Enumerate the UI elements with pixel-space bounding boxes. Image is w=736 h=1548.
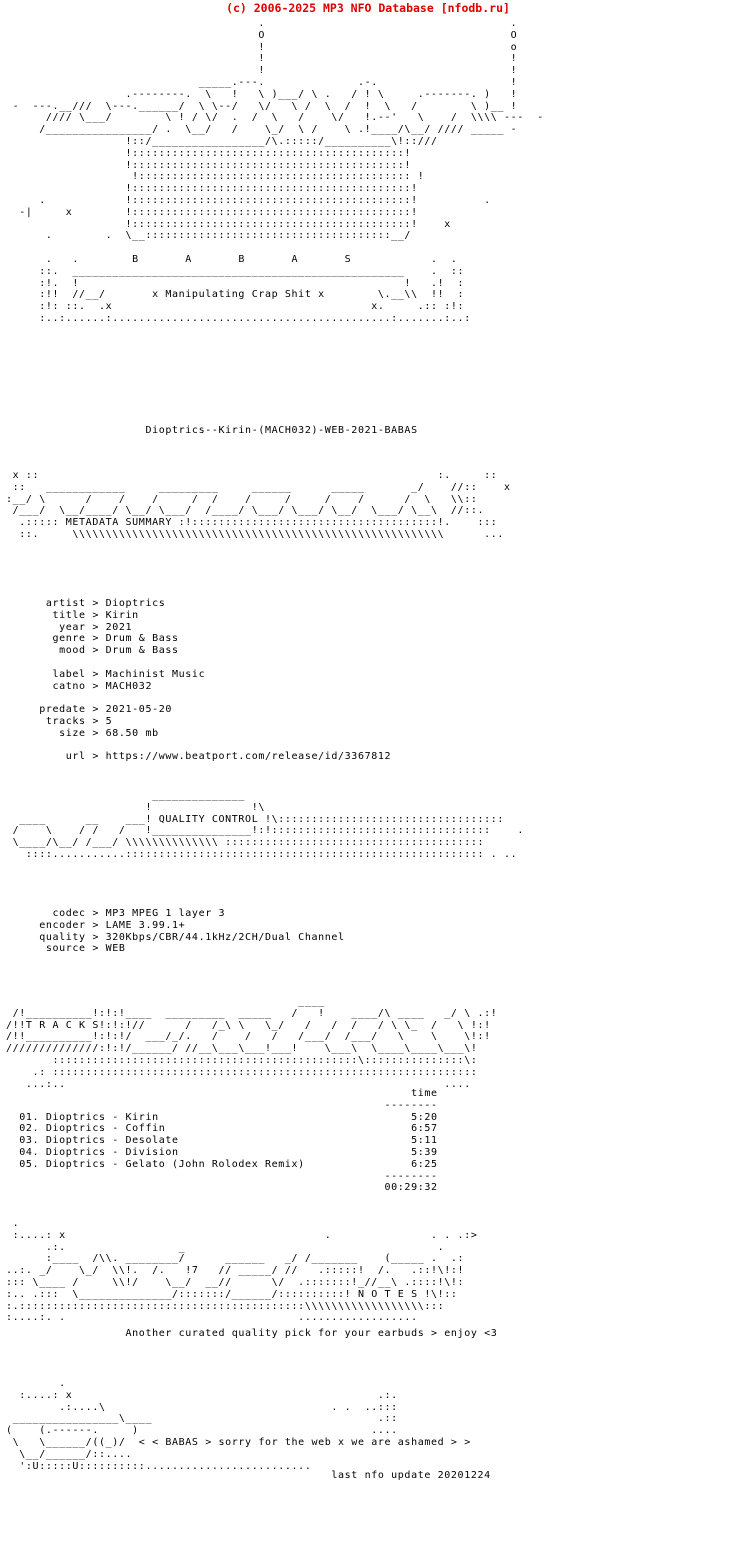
quality-control-fields: codec > MP3 MPEG 1 layer 3 encoder > LAM… [39, 908, 345, 955]
release-title-text: Dioptrics--Kirin-(MACH032)-WEB-2021-BABA… [145, 425, 418, 436]
metadata-fields: artist > Dioptrics title > Kirin year > … [39, 598, 392, 763]
nfodb-copyright-header: (c) 2006-2025 MP3 NFO Database [nfodb.ru… [226, 1, 510, 15]
notes-section-banner: . :....: x . . . .:> .:. _ . :____ /\\. … [6, 1218, 478, 1324]
tracks-section-banner: ____ /!__________!:!:!____ _________ ___… [6, 996, 498, 1090]
babas-logo-ascii-art: . . O O ! o [12, 18, 544, 324]
notes-text: Another curated quality pick for your ea… [6, 1328, 497, 1340]
metadata-section-banner: x :: :. :: :: ____________ _________ ___… [6, 470, 511, 540]
quality-control-section-banner: ______________ ! !\ ____ __ ___! QUALITY… [12, 790, 524, 860]
tracklist: time -------- 01. Dioptrics - Kirin 5:20… [19, 1088, 438, 1194]
footer-ascii-art: . :....: x .:. .:....\ . . ..::: _______… [6, 1378, 471, 1472]
last-update-text: last nfo update 20201224 [331, 1470, 491, 1481]
release-title: Dioptrics--Kirin-(MACH032)-WEB-2021-BABA… [6, 425, 418, 437]
last-update-line: last nfo update 20201224 [6, 1470, 491, 1482]
notes-message: Another curated quality pick for your ea… [125, 1328, 498, 1339]
